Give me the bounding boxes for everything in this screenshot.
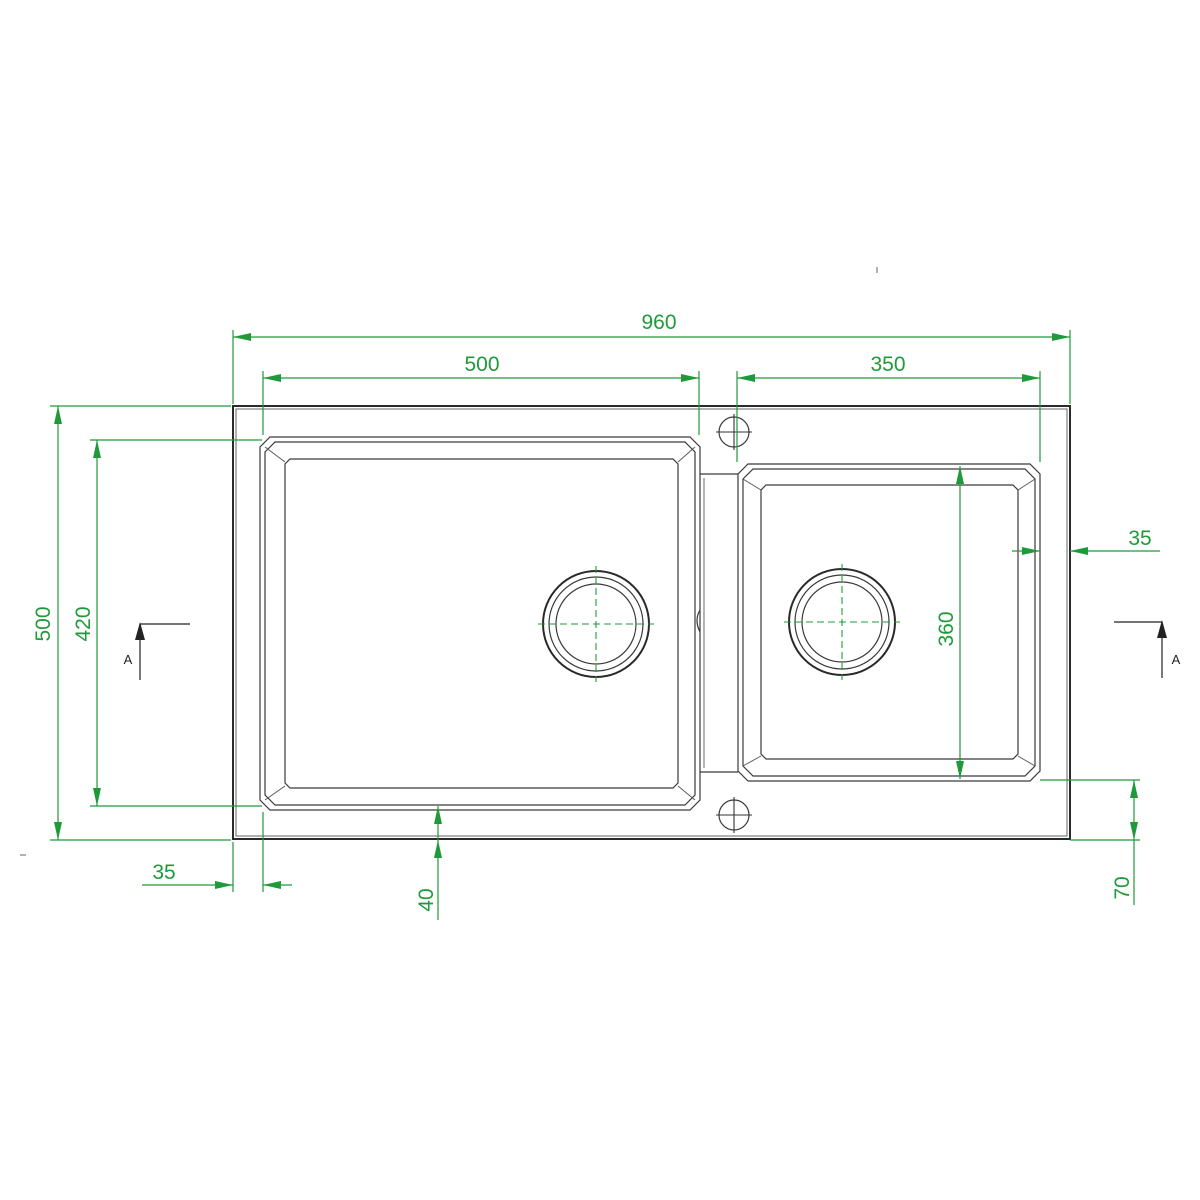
dimension-text-35-right: 35 [1128,527,1151,550]
section-marker-left: A [124,622,190,680]
section-marker-right: A [1114,620,1181,678]
dimension-overall-width: 960 [232,311,1071,404]
dimension-front-edge-offset: 40 [415,806,442,920]
section-label-right: A [1172,652,1181,667]
dimension-left-edge-offset: 35 [142,812,292,892]
tap-hole-top [716,414,752,450]
small-bowl-drain [784,564,900,680]
tap-hole-bottom [716,797,752,833]
dimension-text-70: 70 [1111,876,1134,899]
section-label-left: A [124,652,133,667]
dimension-small-bowl-depth: 360 [935,466,964,779]
dimension-large-bowl-depth: 420 [72,439,262,807]
large-bowl-drain [538,566,654,682]
dimension-small-bowl-right-offset: 35 [1012,527,1160,555]
overflow-channel [696,473,738,773]
large-bowl [259,436,701,811]
dimension-text-500-depth: 500 [32,606,55,641]
dimension-text-500-width: 500 [464,353,499,376]
dimension-text-40: 40 [415,888,438,911]
dimension-small-bowl-width: 350 [736,353,1041,462]
dimension-text-420: 420 [72,606,95,641]
dimension-overall-depth: 500 [32,405,231,841]
dimension-small-bowl-front-offset: 70 [1040,779,1140,905]
dimension-text-960: 960 [641,311,676,334]
dimension-text-360: 360 [935,611,958,646]
dimension-large-bowl-width: 500 [262,353,700,435]
dimension-text-35-left: 35 [152,861,175,884]
dimension-text-350: 350 [870,353,905,376]
small-bowl [737,463,1041,782]
sink-outline [232,405,1071,840]
